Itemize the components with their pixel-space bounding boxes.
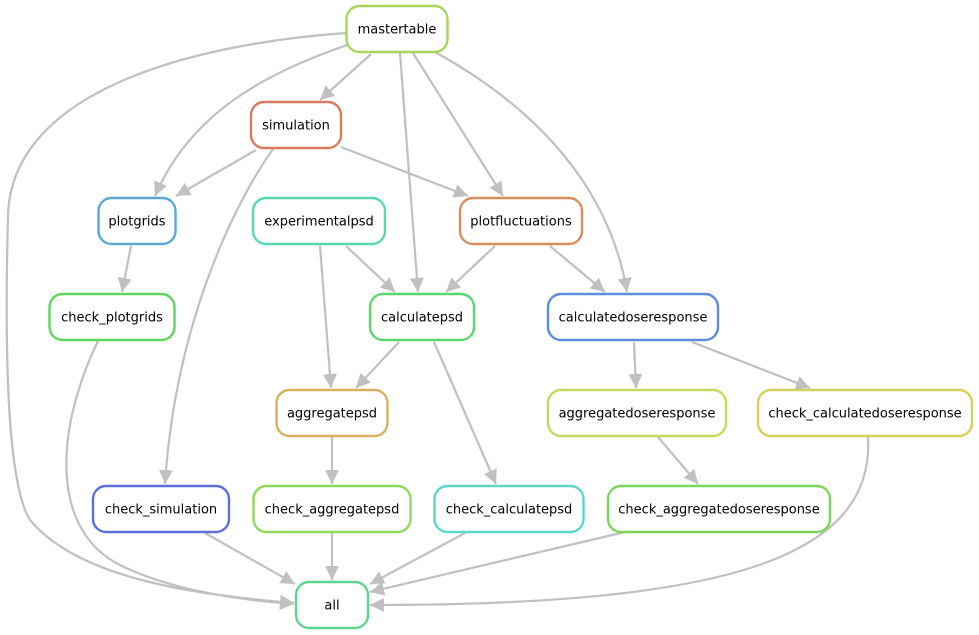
node-box-check_calculatepsd bbox=[433, 484, 585, 534]
edge-mastertable-to-all bbox=[5, 31, 347, 609]
edge-calculatepsd-to-aggregatepsd bbox=[355, 341, 400, 389]
node-box-calculatepsd bbox=[368, 292, 476, 342]
node-layer: mastertable simulation plotgrids experiment… bbox=[48, 4, 974, 630]
edge-check_calculatepsd-to-all bbox=[369, 532, 466, 585]
node-plotfluctuations: plotfluctuations bbox=[458, 196, 584, 246]
node-aggregatedoseresponse: aggregatedoseresponse bbox=[546, 388, 728, 438]
edge-check_aggregatedoseresponse-to-all bbox=[369, 530, 626, 596]
edge-plotfluctuations-to-calculatedoseresponse bbox=[549, 245, 606, 293]
node-check_calculatedoseresponse: check_calculatedoseresponse bbox=[756, 388, 974, 438]
edge-mastertable-to-plotgrids bbox=[153, 42, 351, 197]
edge-check_simulation-to-all bbox=[204, 532, 296, 585]
edge-layer bbox=[5, 31, 870, 612]
node-calculatedoseresponse: calculatedoseresponse bbox=[546, 292, 720, 342]
node-mastertable: mastertable bbox=[345, 4, 449, 54]
edge-mastertable-to-calculatedoseresponse bbox=[434, 51, 632, 293]
edge-simulation-to-plotfluctuations bbox=[340, 145, 469, 198]
node-label-check_calculatedoseresponse: check_calculatedoseresponse bbox=[768, 407, 961, 422]
node-box-experimentalpsd bbox=[251, 196, 387, 246]
node-box-check_calculatedoseresponse bbox=[756, 388, 974, 438]
edge-calculatedoseresponse-to-check_calculatedoseresponse bbox=[691, 340, 811, 390]
node-label-calculatedoseresponse: calculatedoseresponse bbox=[559, 311, 708, 326]
node-label-check_plotgrids: check_plotgrids bbox=[61, 311, 163, 326]
node-label-check_aggregatedoseresponse: check_aggregatedoseresponse bbox=[618, 503, 819, 518]
node-check_aggregatedoseresponse: check_aggregatedoseresponse bbox=[606, 484, 832, 534]
node-label-experimentalpsd: experimentalpsd bbox=[264, 215, 374, 230]
edge-check_plotgrids-to-all bbox=[65, 340, 295, 610]
node-box-aggregatepsd bbox=[275, 388, 389, 438]
node-label-plotgrids: plotgrids bbox=[108, 215, 165, 230]
node-label-check_simulation: check_simulation bbox=[105, 503, 217, 518]
edge-aggregatedoseresponse-to-check_aggregatedoseresponse bbox=[657, 436, 699, 485]
node-label-aggregatepsd: aggregatepsd bbox=[287, 407, 377, 422]
node-box-aggregatedoseresponse bbox=[546, 388, 728, 438]
node-check_plotgrids: check_plotgrids bbox=[48, 292, 176, 342]
node-plotgrids: plotgrids bbox=[97, 196, 177, 246]
node-label-simulation: simulation bbox=[262, 119, 330, 134]
node-check_aggregatepsd: check_aggregatepsd bbox=[252, 484, 412, 534]
node-check_calculatepsd: check_calculatepsd bbox=[433, 484, 585, 534]
edge-calculatepsd-to-check_calculatepsd bbox=[432, 341, 498, 485]
edge-experimentalpsd-to-aggregatepsd bbox=[318, 245, 337, 389]
edge-simulation-to-plotgrids bbox=[175, 149, 257, 197]
node-experimentalpsd: experimentalpsd bbox=[251, 196, 387, 246]
edge-plotgrids-to-check_plotgrids bbox=[117, 245, 133, 293]
node-check_simulation: check_simulation bbox=[91, 484, 231, 534]
node-label-aggregatedoseresponse: aggregatedoseresponse bbox=[559, 407, 716, 422]
node-box-check_plotgrids bbox=[48, 292, 176, 342]
node-box-check_aggregatedoseresponse bbox=[606, 484, 832, 534]
node-all: all bbox=[294, 580, 370, 630]
edge-calculatedoseresponse-to-aggregatedoseresponse bbox=[628, 341, 643, 389]
node-box-mastertable bbox=[345, 4, 449, 54]
node-box-check_aggregatepsd bbox=[252, 484, 412, 534]
node-box-plotgrids bbox=[97, 196, 177, 246]
node-label-check_calculatepsd: check_calculatepsd bbox=[446, 503, 573, 518]
node-label-mastertable: mastertable bbox=[358, 23, 437, 38]
edge-experimentalpsd-to-calculatepsd bbox=[345, 245, 396, 293]
node-calculatepsd: calculatepsd bbox=[368, 292, 476, 342]
node-label-plotfluctuations: plotfluctuations bbox=[470, 215, 572, 230]
node-box-check_simulation bbox=[91, 484, 231, 534]
node-box-simulation bbox=[249, 100, 343, 150]
node-label-calculatepsd: calculatepsd bbox=[381, 311, 463, 326]
edge-mastertable-to-simulation bbox=[319, 53, 372, 101]
node-aggregatepsd: aggregatepsd bbox=[275, 388, 389, 438]
edge-plotfluctuations-to-calculatepsd bbox=[445, 245, 496, 293]
edge-simulation-to-check_simulation bbox=[158, 148, 274, 485]
edge-check_calculatedoseresponse-to-all bbox=[369, 436, 870, 612]
node-box-plotfluctuations bbox=[458, 196, 584, 246]
node-box-all bbox=[294, 580, 370, 630]
edge-mastertable-to-plotfluctuations bbox=[412, 52, 504, 197]
node-box-calculatedoseresponse bbox=[546, 292, 720, 342]
node-label-check_aggregatepsd: check_aggregatepsd bbox=[265, 503, 400, 518]
node-simulation: simulation bbox=[249, 100, 343, 150]
node-label-all: all bbox=[324, 599, 339, 614]
